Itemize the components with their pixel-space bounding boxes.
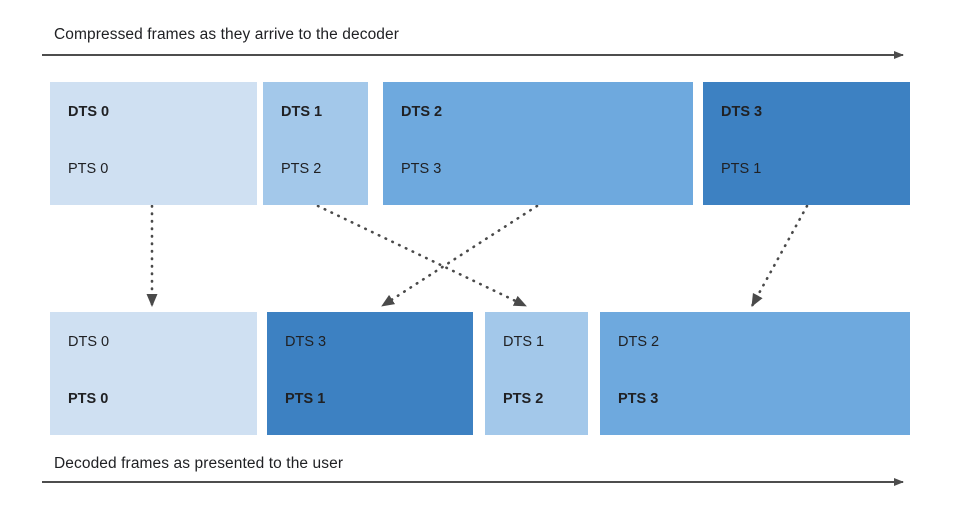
decoded-frame-0-dts: DTS 0	[68, 334, 110, 350]
compressed-frame-2[interactable]: DTS 2 PTS 3	[383, 82, 693, 205]
decoded-frame-1-dts: DTS 3	[285, 334, 327, 350]
compressed-frame-3-dts: DTS 3	[721, 104, 763, 120]
compressed-frame-0-pts: PTS 0	[68, 161, 109, 177]
connector-dts1-to-pts2	[316, 204, 528, 308]
decoded-frame-3[interactable]: DTS 2 PTS 3	[600, 312, 910, 435]
decoded-frame-3-pts: PTS 3	[618, 391, 659, 407]
compressed-frame-3-pts: PTS 1	[721, 161, 762, 177]
compressed-frame-1[interactable]: DTS 1 PTS 2	[263, 82, 368, 205]
compressed-frame-1-pts: PTS 2	[281, 161, 322, 177]
connector-dts3-to-pts3	[750, 204, 809, 308]
decoded-frame-1[interactable]: DTS 3 PTS 1	[267, 312, 473, 435]
decoded-frame-0-pts: PTS 0	[68, 391, 109, 407]
compressed-frame-2-dts: DTS 2	[401, 104, 443, 120]
compressed-frame-2-pts: PTS 3	[401, 161, 442, 177]
decoded-frame-0[interactable]: DTS 0 PTS 0	[50, 312, 257, 435]
top-axis-caption: Compressed frames as they arrive to the …	[54, 26, 399, 43]
compressed-frame-0-dts: DTS 0	[68, 104, 110, 120]
bottom-axis-caption: Decoded frames as presented to the user	[54, 455, 344, 472]
decoded-frame-2[interactable]: DTS 1 PTS 2	[485, 312, 588, 435]
decoded-frame-3-dts: DTS 2	[618, 334, 660, 350]
decoded-frame-2-pts: PTS 2	[503, 391, 544, 407]
connector-dts2-to-pts1	[380, 204, 539, 308]
compressed-frame-1-dts: DTS 1	[281, 104, 323, 120]
decoded-frame-2-dts: DTS 1	[503, 334, 545, 350]
compressed-frame-0[interactable]: DTS 0 PTS 0	[50, 82, 257, 205]
decoded-frame-1-pts: PTS 1	[285, 391, 326, 407]
compressed-frame-3[interactable]: DTS 3 PTS 1	[703, 82, 910, 205]
